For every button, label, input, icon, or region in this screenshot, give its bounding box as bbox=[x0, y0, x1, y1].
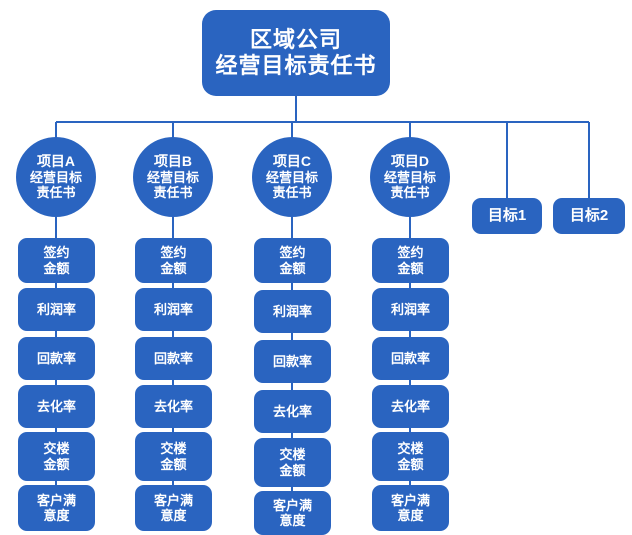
kpi-box[interactable]: 去化率 bbox=[18, 385, 95, 428]
kpi-box[interactable]: 回款率 bbox=[135, 337, 212, 380]
kpi-box[interactable]: 签约 金额 bbox=[18, 238, 95, 283]
kpi-box[interactable]: 利润率 bbox=[254, 290, 331, 333]
branch-head-lead-label: 项目A bbox=[36, 153, 76, 170]
kpi-box[interactable]: 客户满 意度 bbox=[254, 491, 331, 535]
branch-head-sub-label: 经营目标 责任书 bbox=[265, 169, 318, 201]
goal-node-1[interactable]: 目标1 bbox=[472, 198, 542, 234]
branch-head-project-d[interactable]: 项目D 经营目标 责任书 bbox=[370, 137, 450, 217]
branch-head-project-a[interactable]: 项目A 经营目标 责任书 bbox=[16, 137, 96, 217]
branch-head-sub-label: 经营目标 责任书 bbox=[383, 169, 436, 201]
kpi-box[interactable]: 回款率 bbox=[18, 337, 95, 380]
root-node-regional-company[interactable]: 区域公司 经营目标责任书 bbox=[202, 10, 390, 96]
kpi-box[interactable]: 去化率 bbox=[135, 385, 212, 428]
kpi-box[interactable]: 交楼 金额 bbox=[135, 432, 212, 481]
branch-head-sub-label: 经营目标 责任书 bbox=[146, 169, 199, 201]
kpi-box[interactable]: 客户满 意度 bbox=[18, 485, 95, 531]
kpi-box[interactable]: 签约 金额 bbox=[372, 238, 449, 283]
goal-node-2[interactable]: 目标2 bbox=[553, 198, 625, 234]
kpi-box[interactable]: 交楼 金额 bbox=[372, 432, 449, 481]
kpi-box[interactable]: 签约 金额 bbox=[254, 238, 331, 283]
branch-head-sub-label: 经营目标 责任书 bbox=[29, 169, 82, 201]
kpi-box[interactable]: 客户满 意度 bbox=[372, 485, 449, 531]
branch-head-lead-label: 项目D bbox=[390, 153, 430, 170]
kpi-box[interactable]: 签约 金额 bbox=[135, 238, 212, 283]
branch-head-project-b[interactable]: 项目B 经营目标 责任书 bbox=[133, 137, 213, 217]
branch-head-lead-label: 项目B bbox=[153, 153, 193, 170]
kpi-box[interactable]: 利润率 bbox=[372, 288, 449, 331]
kpi-box[interactable]: 交楼 金额 bbox=[254, 438, 331, 487]
kpi-box[interactable]: 去化率 bbox=[254, 390, 331, 433]
branch-head-project-c[interactable]: 项目C 经营目标 责任书 bbox=[252, 137, 332, 217]
kpi-box[interactable]: 利润率 bbox=[18, 288, 95, 331]
kpi-box[interactable]: 客户满 意度 bbox=[135, 485, 212, 531]
branch-head-lead-label: 项目C bbox=[272, 153, 312, 170]
kpi-box[interactable]: 回款率 bbox=[372, 337, 449, 380]
kpi-box[interactable]: 利润率 bbox=[135, 288, 212, 331]
kpi-box[interactable]: 回款率 bbox=[254, 340, 331, 383]
kpi-box[interactable]: 去化率 bbox=[372, 385, 449, 428]
kpi-box[interactable]: 交楼 金额 bbox=[18, 432, 95, 481]
